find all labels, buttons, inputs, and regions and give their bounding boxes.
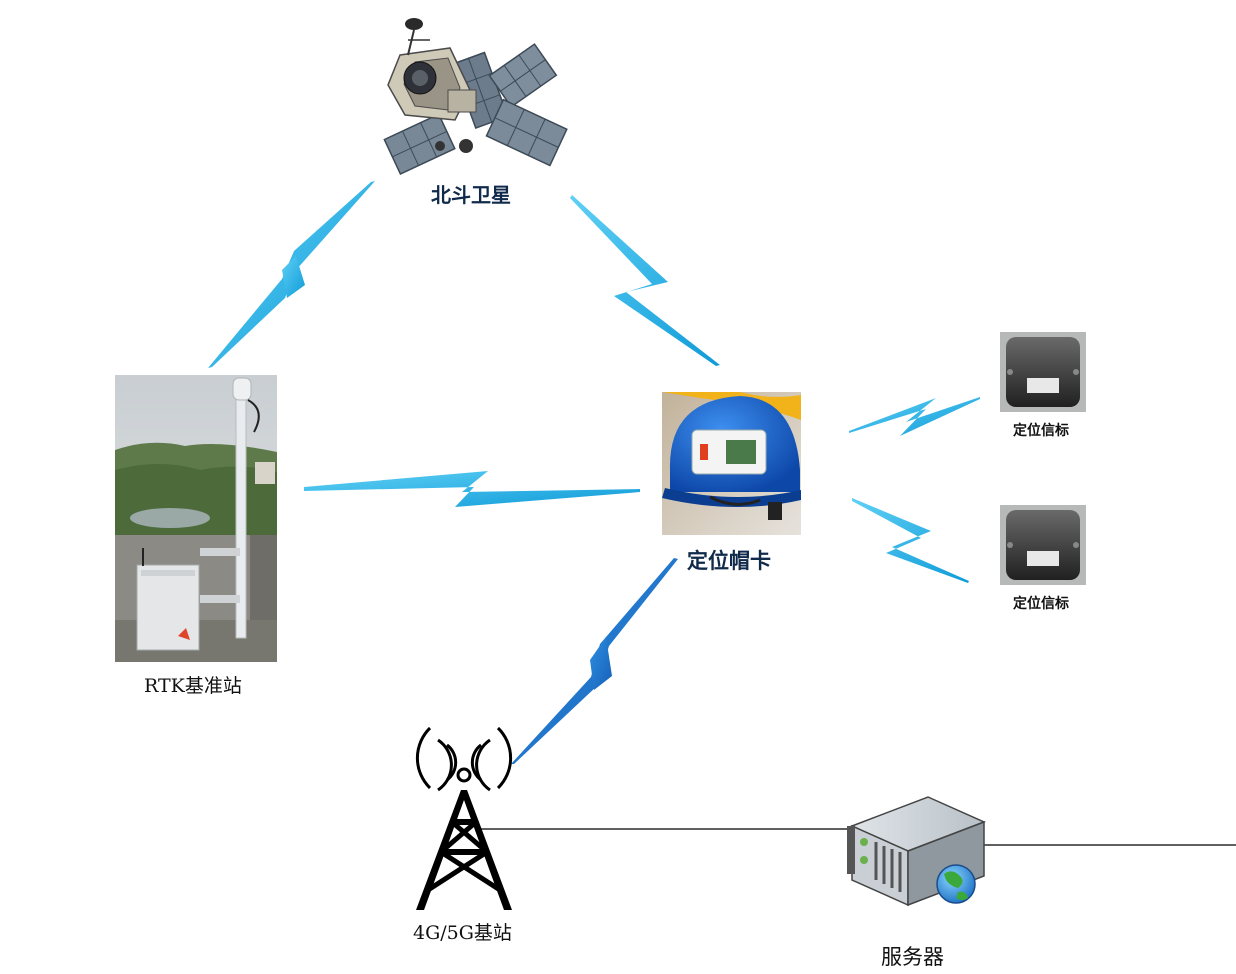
server-label: 服务器 [881,945,944,969]
satellite-icon [383,18,568,175]
cell-tower-icon [415,726,513,910]
beacon-2-label: 定位信标 [1013,596,1069,612]
server-icon [847,796,986,907]
cell-tower-label: 4G/5G基站 [413,922,512,944]
bolt-helmet-beacon1 [849,397,980,436]
rtk-station-photo [115,375,277,662]
satellite-label: 北斗卫星 [431,183,511,207]
rtk-station-label: RTK基准站 [144,675,242,697]
bolt-helmet-beacon2 [852,498,969,583]
bolt-rtk-helmet [304,471,640,507]
helmet-tag-photo [662,392,801,535]
bolt-helmet-tower-mid [590,637,612,690]
beacon-1-label: 定位信标 [1013,423,1069,439]
beacon-photo-1 [1000,332,1086,412]
bolt-satellite-rtk-mid [282,256,305,298]
helmet-tag-label: 定位帽卡 [687,548,771,573]
bolt-satellite-helmet [570,195,720,366]
bolt-helmet-tower [511,558,678,764]
beacon-photo-2 [1000,505,1086,585]
